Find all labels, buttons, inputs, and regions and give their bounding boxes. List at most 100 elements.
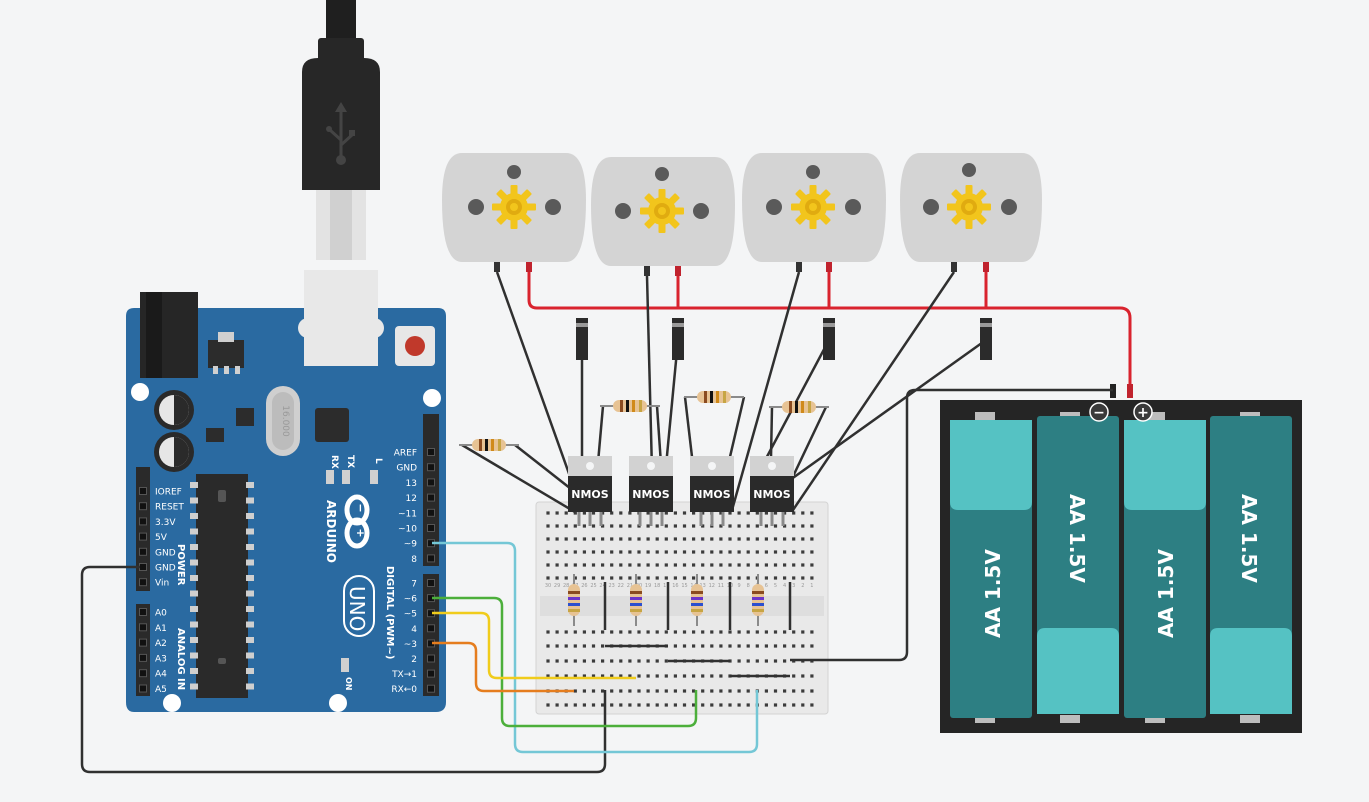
breadboard-hole[interactable]	[546, 511, 550, 515]
digital-pin[interactable]	[427, 448, 435, 456]
breadboard-hole[interactable]	[546, 524, 550, 528]
breadboard-hole[interactable]	[719, 576, 723, 580]
breadboard-hole[interactable]	[783, 524, 787, 528]
breadboard-hole[interactable]	[646, 511, 650, 515]
breadboard-hole[interactable]	[673, 576, 677, 580]
breadboard-hole[interactable]	[792, 511, 796, 515]
breadboard-hole[interactable]	[737, 630, 741, 634]
breadboard-hole[interactable]	[546, 563, 550, 567]
breadboard-hole[interactable]	[610, 659, 614, 663]
breadboard-hole[interactable]	[792, 689, 796, 693]
breadboard-hole[interactable]	[582, 537, 586, 541]
breadboard-hole[interactable]	[746, 659, 750, 663]
breadboard-hole[interactable]	[801, 511, 805, 515]
breadboard-hole[interactable]	[810, 674, 814, 678]
breadboard-hole[interactable]	[573, 550, 577, 554]
breadboard-hole[interactable]	[673, 644, 677, 648]
digital-pin[interactable]	[427, 669, 435, 678]
breadboard-hole[interactable]	[573, 630, 577, 634]
breadboard-hole[interactable]	[783, 550, 787, 554]
breadboard-hole[interactable]	[601, 511, 605, 515]
breadboard-hole[interactable]	[755, 550, 759, 554]
breadboard-hole[interactable]	[755, 630, 759, 634]
breadboard-hole[interactable]	[610, 674, 614, 678]
breadboard-hole[interactable]	[737, 644, 741, 648]
breadboard-hole[interactable]	[628, 689, 632, 693]
breadboard-hole[interactable]	[764, 644, 768, 648]
breadboard-hole[interactable]	[628, 576, 632, 580]
breadboard-hole[interactable]	[746, 689, 750, 693]
digital-pin[interactable]	[427, 493, 435, 502]
breadboard-hole[interactable]	[719, 563, 723, 567]
breadboard-hole[interactable]	[655, 524, 659, 528]
breadboard-hole[interactable]	[764, 576, 768, 580]
breadboard-hole[interactable]	[792, 630, 796, 634]
breadboard-hole[interactable]	[773, 550, 778, 554]
breadboard-hole[interactable]	[783, 630, 787, 634]
breadboard-hole[interactable]	[573, 576, 577, 580]
breadboard-hole[interactable]	[646, 576, 650, 580]
breadboard-hole[interactable]	[637, 563, 641, 567]
breadboard-hole[interactable]	[591, 630, 596, 634]
breadboard-hole[interactable]	[783, 576, 787, 580]
breadboard-hole[interactable]	[673, 537, 677, 541]
breadboard-hole[interactable]	[610, 703, 614, 707]
breadboard-hole[interactable]	[673, 511, 677, 515]
breadboard-hole[interactable]	[728, 703, 732, 707]
breadboard-hole[interactable]	[564, 524, 568, 528]
breadboard-hole[interactable]	[682, 674, 687, 678]
breadboard-hole[interactable]	[773, 537, 778, 541]
breadboard-hole[interactable]	[591, 576, 596, 580]
breadboard-hole[interactable]	[564, 563, 568, 567]
breadboard-hole[interactable]	[555, 703, 559, 707]
breadboard-hole[interactable]	[591, 537, 596, 541]
breadboard-hole[interactable]	[737, 689, 741, 693]
power-pin[interactable]	[139, 532, 147, 541]
breadboard-hole[interactable]	[682, 703, 687, 707]
breadboard-hole[interactable]	[582, 689, 586, 693]
breadboard-hole[interactable]	[619, 674, 623, 678]
breadboard-hole[interactable]	[746, 524, 750, 528]
breadboard-hole[interactable]	[719, 644, 723, 648]
wire-cyan[interactable]	[432, 541, 759, 754]
breadboard-hole[interactable]	[746, 576, 750, 580]
breadboard-hole[interactable]	[610, 550, 614, 554]
digital-pin[interactable]	[427, 463, 435, 472]
analog-pin[interactable]	[139, 638, 147, 647]
breadboard-hole[interactable]	[582, 524, 586, 528]
breadboard-hole[interactable]	[682, 563, 687, 567]
breadboard-hole[interactable]	[764, 511, 768, 515]
breadboard-hole[interactable]	[619, 689, 623, 693]
breadboard-hole[interactable]	[664, 703, 668, 707]
breadboard-hole[interactable]	[710, 550, 714, 554]
breadboard-hole[interactable]	[673, 524, 677, 528]
breadboard-hole[interactable]	[628, 630, 632, 634]
breadboard-hole[interactable]	[564, 630, 568, 634]
breadboard-hole[interactable]	[555, 630, 559, 634]
breadboard-hole[interactable]	[646, 537, 650, 541]
breadboard-hole[interactable]	[555, 644, 559, 648]
breadboard-hole[interactable]	[801, 689, 805, 693]
breadboard-hole[interactable]	[610, 563, 614, 567]
breadboard-hole[interactable]	[764, 550, 768, 554]
breadboard-hole[interactable]	[582, 703, 586, 707]
breadboard-hole[interactable]	[737, 659, 741, 663]
breadboard-hole[interactable]	[801, 576, 805, 580]
breadboard-hole[interactable]	[601, 550, 605, 554]
breadboard-hole[interactable]	[783, 644, 787, 648]
breadboard-hole[interactable]	[582, 550, 586, 554]
digital-pin[interactable]	[427, 478, 435, 487]
breadboard-hole[interactable]	[655, 537, 659, 541]
breadboard-hole[interactable]	[692, 703, 696, 707]
breadboard-hole[interactable]	[637, 630, 641, 634]
analog-pin[interactable]	[139, 684, 147, 693]
breadboard-hole[interactable]	[564, 537, 568, 541]
breadboard-hole[interactable]	[755, 644, 759, 648]
breadboard-hole[interactable]	[655, 674, 659, 678]
breadboard-hole[interactable]	[628, 659, 632, 663]
analog-pin[interactable]	[139, 669, 147, 678]
breadboard-hole[interactable]	[582, 644, 586, 648]
breadboard-hole[interactable]	[764, 537, 768, 541]
breadboard-hole[interactable]	[619, 563, 623, 567]
breadboard-hole[interactable]	[764, 563, 768, 567]
